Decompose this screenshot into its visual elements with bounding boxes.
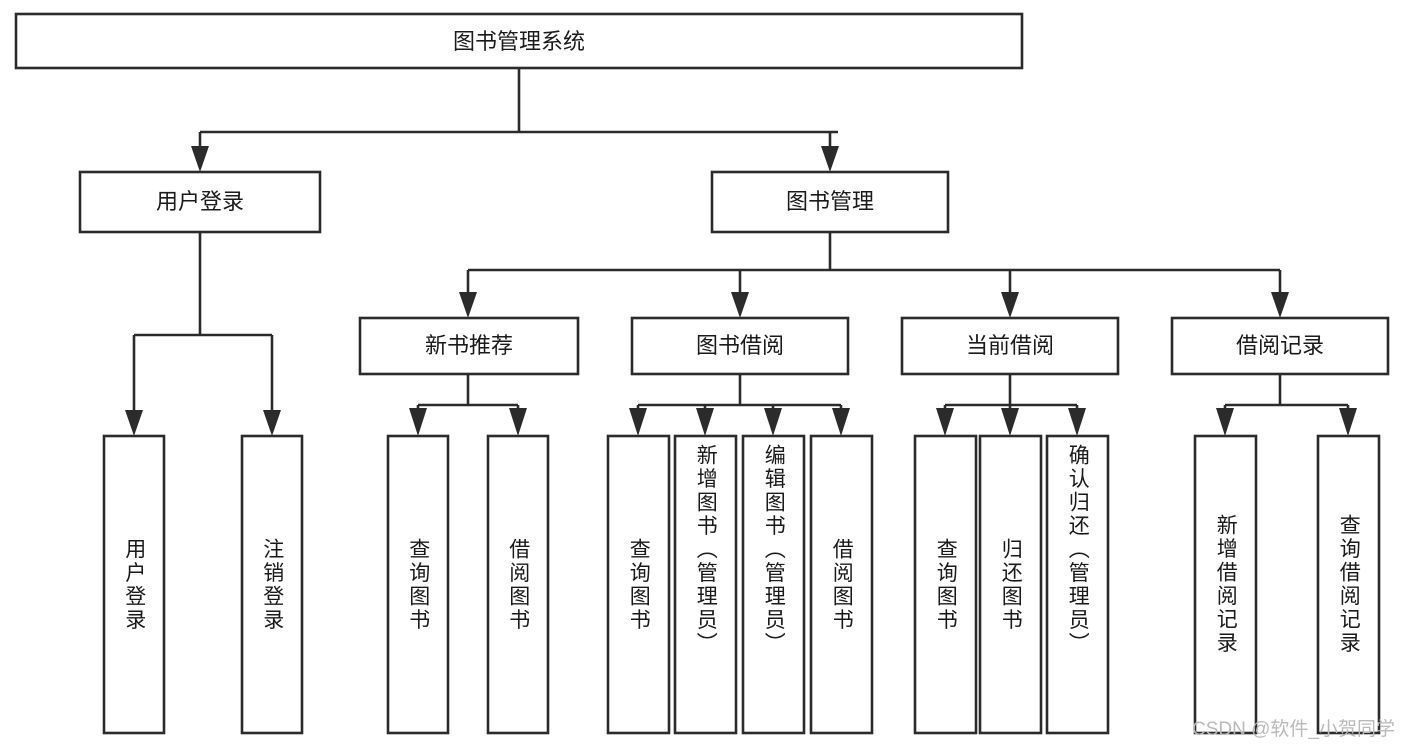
- node-new-book-recommendation-label: 新书推荐: [425, 333, 513, 358]
- node-root-book-management-system[interactable]: [14, 12, 1024, 70]
- arrow-head-borrow-query: [629, 408, 647, 436]
- node-leaf-user-login[interactable]: [102, 434, 166, 735]
- node-leaf-newbook-borrow-books[interactable]: [486, 434, 550, 735]
- arrow-head-leaf-user-login: [125, 410, 143, 436]
- arrow-head-book-mgmt: [821, 146, 839, 172]
- node-leaf-newbook-query-books[interactable]: [386, 434, 450, 735]
- node-user-login[interactable]: [78, 170, 322, 234]
- arrow-head-borrow-lend: [832, 408, 850, 436]
- node-book-management-label: 图书管理: [786, 189, 874, 214]
- node-current-borrowing-label: 当前借阅: [966, 333, 1054, 358]
- node-leaf-borrow-add-book-admin[interactable]: [673, 434, 738, 735]
- arrow-head-current-return: [1001, 408, 1019, 436]
- arrow-head-borrow-record: [1271, 292, 1289, 318]
- node-leaf-record-add-record[interactable]: [1193, 434, 1258, 735]
- node-leaf-current-query-books[interactable]: [913, 434, 978, 735]
- node-new-book-recommendation[interactable]: [358, 316, 580, 376]
- arrow-head-newbook-query: [409, 408, 427, 436]
- node-book-borrowing-label: 图书借阅: [696, 333, 784, 358]
- node-layer: 图书管理系统 用户登录 图书管理 新书推荐 图书借阅 当前借阅 借阅记录: [14, 12, 1390, 735]
- arrow-head-current-borrow: [1001, 292, 1019, 318]
- node-borrowing-records-label: 借阅记录: [1236, 333, 1324, 358]
- node-leaf-current-return-books[interactable]: [978, 434, 1043, 735]
- node-borrowing-records[interactable]: [1170, 316, 1390, 376]
- arrow-head-book-borrow: [731, 292, 749, 318]
- arrow-head-current-query: [936, 408, 954, 436]
- node-leaf-borrow-lend-books[interactable]: [809, 434, 874, 735]
- arrow-head-current-confirm: [1068, 408, 1086, 436]
- node-user-login-label: 用户登录: [156, 189, 244, 214]
- arrow-head-newbook-borrow: [509, 408, 527, 436]
- node-leaf-borrow-edit-book-admin[interactable]: [741, 434, 806, 735]
- arrow-head-record-query: [1339, 408, 1357, 436]
- connector-layer: [125, 68, 1357, 436]
- node-current-borrowing[interactable]: [900, 316, 1120, 376]
- arrow-head-user-login: [191, 146, 209, 172]
- arrow-head-borrow-edit: [764, 408, 782, 436]
- arrow-head-borrow-add: [696, 408, 714, 436]
- node-book-management[interactable]: [710, 170, 950, 234]
- arrow-head-record-add: [1216, 408, 1234, 436]
- node-leaf-current-confirm-return-admin[interactable]: [1045, 434, 1110, 735]
- node-leaf-borrow-query-books[interactable]: [606, 434, 671, 735]
- arrow-head-leaf-logout: [263, 410, 281, 436]
- node-root-label: 图书管理系统: [453, 29, 585, 54]
- watermark-text: CSDN @软件_小贺同学: [1192, 719, 1395, 740]
- node-leaf-record-query-record[interactable]: [1316, 434, 1381, 735]
- node-book-borrowing[interactable]: [630, 316, 850, 376]
- node-leaf-logout[interactable]: [240, 434, 304, 735]
- arrow-head-new-book-rec: [459, 292, 477, 318]
